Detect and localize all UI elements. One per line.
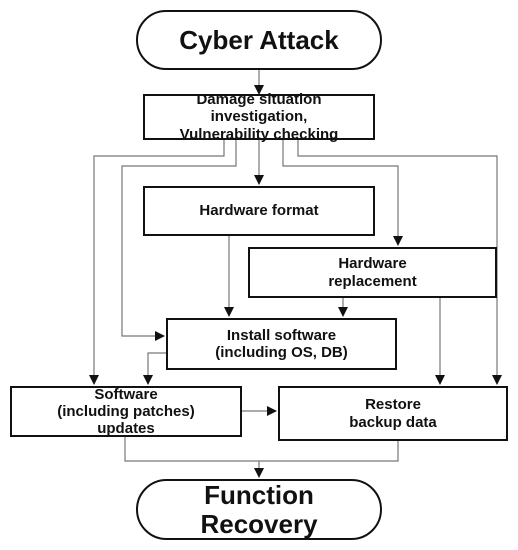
edge-damage-investigation-to-hardware-replacement bbox=[282, 140, 403, 246]
edge-damage-investigation-to-install-software bbox=[121, 140, 237, 341]
node-cyber-attack: Cyber Attack bbox=[136, 10, 382, 70]
edge-merge-to-function-recovery bbox=[124, 437, 399, 462]
edge-install-software-to-software-updates bbox=[143, 352, 166, 385]
node-software-updates: Software (including patches) updates bbox=[10, 386, 242, 437]
node-function-recovery: Function Recovery bbox=[136, 479, 382, 540]
node-install-software: Install software (including OS, DB) bbox=[166, 318, 397, 370]
node-hardware-replacement: Hardware replacement bbox=[248, 247, 497, 298]
node-restore-backup: Restore backup data bbox=[278, 386, 508, 441]
node-damage-investigation: Damage situation investigation, Vulnerab… bbox=[143, 91, 375, 143]
edge-damage-investigation-to-restore-backup bbox=[297, 140, 502, 385]
edge-damage-investigation-to-software-updates bbox=[89, 140, 225, 385]
node-hardware-format: Hardware format bbox=[143, 186, 375, 236]
